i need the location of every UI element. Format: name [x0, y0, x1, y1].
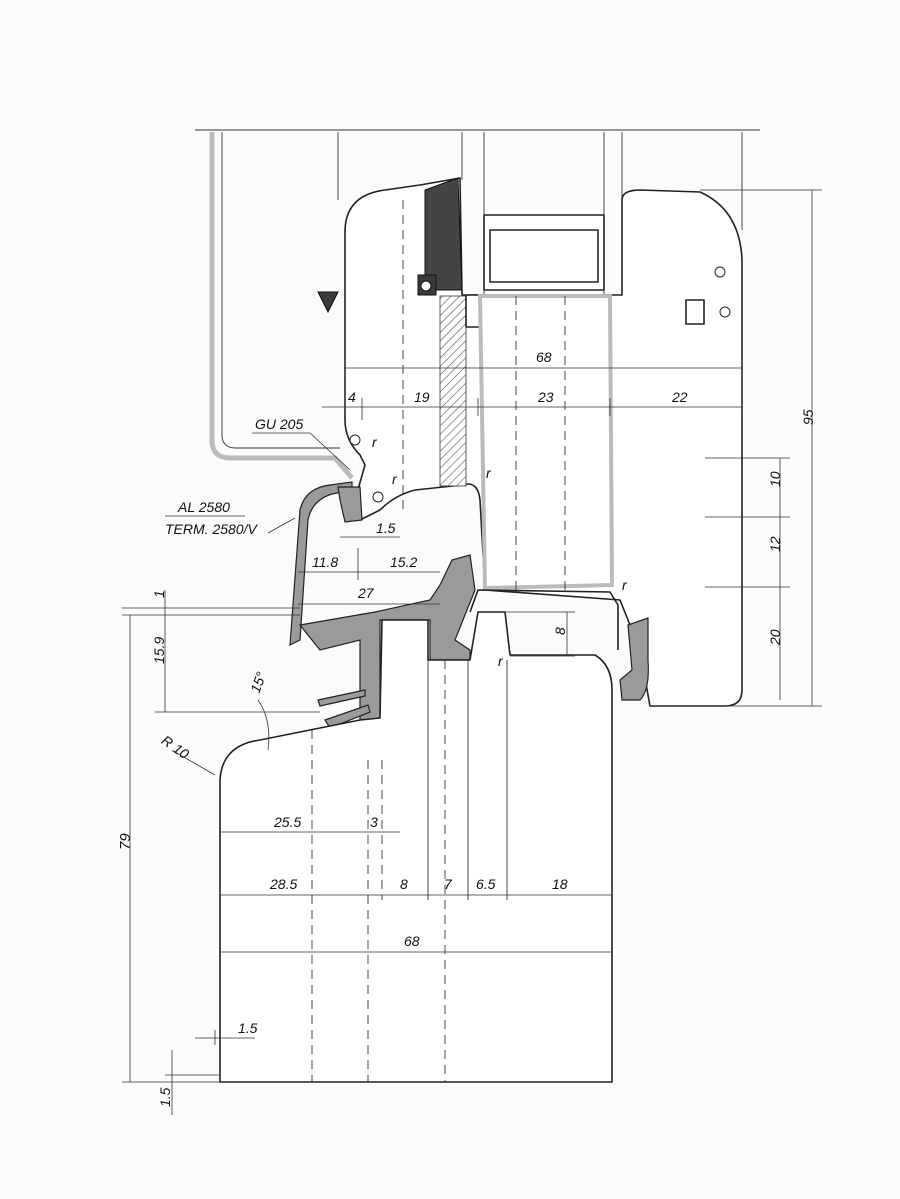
dim-20: 20 — [767, 629, 783, 646]
fixing-screw-1 — [349, 434, 361, 446]
glass-spacer-bottom-right — [685, 299, 705, 325]
leader-r10 — [174, 751, 216, 776]
gasket-mark-1: r — [372, 434, 378, 450]
dim-10: 10 — [767, 471, 783, 487]
dim-8-right: 8 — [552, 627, 568, 635]
glass-hatch — [439, 295, 467, 487]
dim-11-8: 11.8 — [312, 554, 338, 570]
dim-68-upper: 68 — [536, 349, 552, 365]
dim-1-5-gasket: 1.5 — [376, 520, 396, 536]
dim-7: 7 — [444, 876, 453, 892]
sash-cavity — [477, 294, 615, 591]
dim-1-5-left: 1.5 — [157, 1087, 173, 1107]
dim-79: 79 — [117, 833, 134, 850]
dim-23: 23 — [537, 389, 554, 405]
dim-19: 19 — [414, 389, 430, 405]
frame-body — [219, 611, 613, 1083]
dim-22: 22 — [671, 389, 688, 405]
dim-12: 12 — [767, 536, 783, 552]
dim-95: 95 — [800, 409, 816, 425]
dim-1: 1 — [151, 590, 167, 598]
frame-weatherstrip — [619, 617, 649, 701]
dim-4: 4 — [348, 389, 356, 405]
aluminium-drip-profile — [289, 481, 353, 647]
gasket-mark-3: r — [486, 465, 492, 481]
label-angle: 15° — [247, 669, 269, 695]
label-al2580: AL 2580 — [177, 499, 230, 515]
frame-step — [469, 589, 619, 650]
label-term2580: TERM. 2580/V — [165, 521, 258, 537]
leader-al2580-2 — [267, 517, 296, 534]
dim-27: 27 — [357, 585, 375, 601]
dim-1-5-bottom: 1.5 — [238, 1020, 258, 1036]
sill-fins — [317, 689, 371, 729]
drip-clip — [337, 486, 363, 523]
gasket-mark-2: r — [392, 471, 398, 487]
drainage-triangle-icon — [317, 291, 339, 314]
dim-15-2: 15.2 — [390, 554, 417, 570]
fixing-screw-3 — [714, 266, 726, 278]
gasket-mark-4: r — [622, 577, 628, 593]
dim-6-5: 6.5 — [476, 876, 496, 892]
gasket-mark-5: r — [498, 653, 504, 669]
dim-68-lower: 68 — [404, 933, 420, 949]
dim-15-9: 15.9 — [151, 637, 167, 664]
dim-3: 3 — [370, 814, 378, 830]
fixing-screw-4 — [719, 306, 731, 318]
dim-25-5: 25.5 — [273, 814, 301, 830]
dim-18: 18 — [552, 876, 568, 892]
label-r10: R 10 — [159, 732, 193, 762]
leader-gu205-2 — [309, 432, 351, 471]
wall-reveal-outline — [209, 132, 354, 480]
angle-arc — [257, 699, 270, 751]
dim-28-5: 28.5 — [269, 876, 297, 892]
glazing-bead — [424, 177, 463, 291]
glass-spacer-inner — [489, 229, 599, 283]
wall-reveal-inner — [221, 132, 340, 449]
glazing-gasket-circle — [420, 280, 432, 292]
label-gu205: GU 205 — [255, 416, 303, 432]
dim-8: 8 — [400, 876, 408, 892]
fixing-screw-2 — [372, 491, 384, 503]
